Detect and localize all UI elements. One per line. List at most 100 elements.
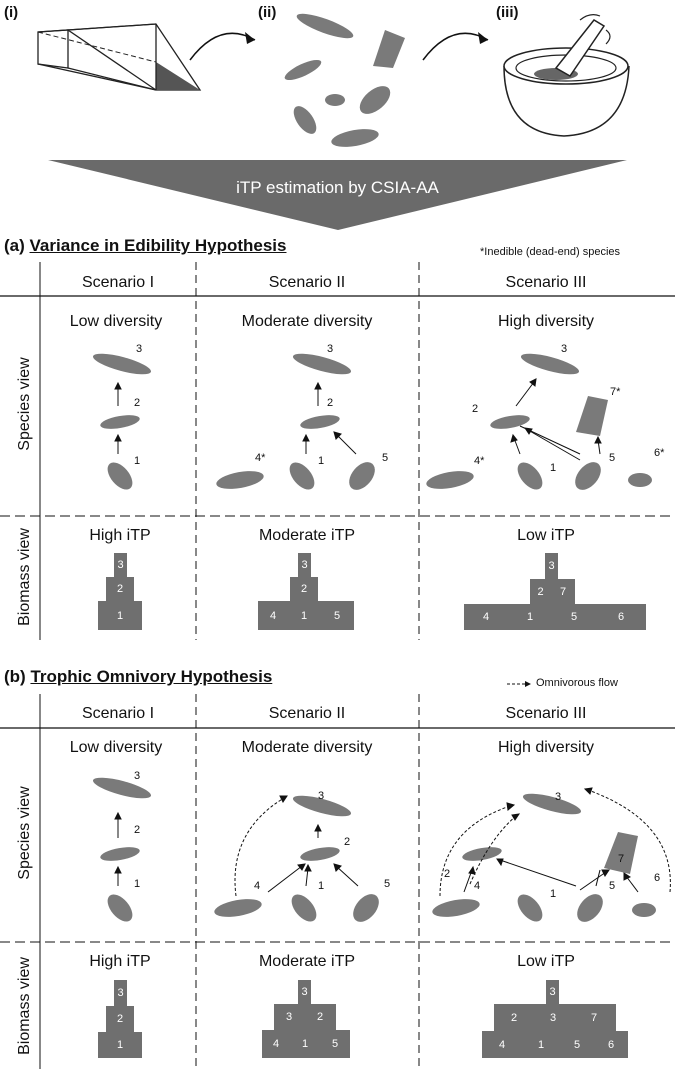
a-s1-block-1: 1 xyxy=(98,601,142,630)
a-s1-label-3: 3 xyxy=(136,343,143,355)
a-s1-label-2: 2 xyxy=(134,397,141,409)
a-s2-label-1: 1 xyxy=(318,455,325,467)
b-s1-label-2: 2 xyxy=(134,824,141,836)
a-s2-block-1: 1 xyxy=(288,601,320,630)
a-s3-label-1: 1 xyxy=(550,462,557,474)
b-s2-block-3-top: 3 xyxy=(298,980,311,1004)
section-a-grid xyxy=(0,262,675,640)
b-itp-2: Moderate iTP xyxy=(258,953,356,970)
b-s2-block-3: 3 xyxy=(274,1004,304,1030)
a-s3-label-6: 6* xyxy=(654,447,665,459)
a-scenario-2: Scenario II xyxy=(268,274,346,291)
b-s1-block-1: 1 xyxy=(98,1032,142,1058)
b-s1-label-1: 1 xyxy=(134,878,141,890)
a-s3-block-6: 6 xyxy=(596,604,646,630)
a-diversity-1: Low diversity xyxy=(69,313,163,330)
a-s2-label-5: 5 xyxy=(382,452,389,464)
b-s1-label-3: 3 xyxy=(134,770,141,782)
b-s3-block-5: 5 xyxy=(560,1031,594,1058)
a-s2-label-3: 3 xyxy=(327,343,334,355)
a-s3-label-5: 5 xyxy=(609,452,616,464)
b-s3-block-2: 2 xyxy=(494,1004,534,1031)
a-s2-block-2: 2 xyxy=(290,577,318,601)
section-b-note: Omnivorous flow xyxy=(536,677,618,689)
b-s3-label-6: 6 xyxy=(654,872,661,884)
b-s2-label-2: 2 xyxy=(344,836,351,848)
curved-arrow-2 xyxy=(422,32,489,61)
b-s3-block-3: 3 xyxy=(534,1004,572,1031)
a-s3-block-1: 1 xyxy=(508,604,552,630)
step-label-ii: (ii) xyxy=(258,4,277,21)
b-s3-block-7: 7 xyxy=(572,1004,616,1031)
curved-arrow-1 xyxy=(189,32,256,61)
step-label-i: (i) xyxy=(4,4,19,21)
a-s2-label-2: 2 xyxy=(327,397,334,409)
a-itp-2: Moderate iTP xyxy=(258,527,356,544)
a-species-diagram xyxy=(92,353,652,490)
b-s3-block-3-top: 3 xyxy=(546,980,559,1004)
b-diversity-3: High diversity xyxy=(497,739,595,756)
b-s3-label-3: 3 xyxy=(555,791,562,803)
a-s3-block-2: 2 xyxy=(530,579,551,604)
a-diversity-3: High diversity xyxy=(497,313,595,330)
banner-arrow xyxy=(48,160,627,230)
b-s3-label-4: 4 xyxy=(474,880,481,892)
a-s3-label-2: 2 xyxy=(472,403,479,415)
a-s3-label-4: 4* xyxy=(474,455,485,467)
trap-illustration xyxy=(37,23,202,91)
a-s2-block-5: 5 xyxy=(320,601,354,630)
section-b-title: (b) Trophic Omnivory Hypothesis xyxy=(4,667,273,686)
a-s1-label-1: 1 xyxy=(134,455,141,467)
b-s3-label-1: 1 xyxy=(550,888,557,900)
a-s3-label-3: 3 xyxy=(561,343,568,355)
collected-organisms xyxy=(284,13,405,147)
b-s1-block-2: 2 xyxy=(106,1006,134,1032)
b-itp-3: Low iTP xyxy=(517,953,575,970)
b-diversity-2: Moderate diversity xyxy=(241,739,373,756)
a-scenario-3: Scenario III xyxy=(505,274,587,291)
a-diversity-2: Moderate diversity xyxy=(241,313,373,330)
a-s1-block-3: 3 xyxy=(114,553,127,577)
a-s2-label-4: 4* xyxy=(255,452,266,464)
a-s3-block-5: 5 xyxy=(552,604,596,630)
step-label-iii: (iii) xyxy=(496,4,519,21)
b-s2-block-5: 5 xyxy=(320,1030,350,1058)
a-scenario-1: Scenario I xyxy=(81,274,155,291)
b-s2-label-5: 5 xyxy=(384,878,391,890)
a-s1-block-2: 2 xyxy=(106,577,134,601)
a-itp-3: Low iTP xyxy=(517,527,575,544)
a-species-view-label: Species view xyxy=(16,357,33,451)
b-s3-label-2: 2 xyxy=(444,868,451,880)
b-s3-label-5: 5 xyxy=(609,880,616,892)
b-s1-block-3: 3 xyxy=(114,980,127,1006)
a-itp-1: High iTP xyxy=(89,527,151,544)
b-s2-block-1: 1 xyxy=(290,1030,320,1058)
banner-text: iTP estimation by CSIA-AA xyxy=(236,178,439,197)
b-s2-block-2: 2 xyxy=(304,1004,336,1030)
a-s3-block-7: 7 xyxy=(551,579,575,604)
b-species-diagram xyxy=(92,777,671,922)
b-diversity-1: Low diversity xyxy=(69,739,163,756)
b-s2-label-3: 3 xyxy=(318,790,325,802)
section-a-note: *Inedible (dead-end) species xyxy=(480,246,621,258)
section-b-grid xyxy=(0,694,675,1069)
b-s3-block-6: 6 xyxy=(594,1031,628,1058)
b-s3-label-7: 7 xyxy=(618,853,625,865)
section-a-title: (a) Variance in Edibility Hypothesis xyxy=(4,236,287,255)
b-species-view-label: Species view xyxy=(16,786,33,880)
b-s2-label-1: 1 xyxy=(318,880,325,892)
b-s2-block-4: 4 xyxy=(262,1030,290,1058)
a-s3-block-4: 4 xyxy=(464,604,508,630)
omnivorous-flow-legend-icon xyxy=(507,681,531,687)
b-s2-label-4: 4 xyxy=(254,880,261,892)
b-scenario-2: Scenario II xyxy=(268,705,346,722)
a-s3-block-3: 3 xyxy=(545,553,558,579)
b-s3-block-4: 4 xyxy=(482,1031,522,1058)
a-s3-label-7: 7* xyxy=(610,386,621,398)
b-scenario-1: Scenario I xyxy=(81,705,155,722)
b-scenario-3: Scenario III xyxy=(505,705,587,722)
a-s2-block-4: 4 xyxy=(258,601,288,630)
a-s2-block-3: 3 xyxy=(298,553,311,577)
b-s3-block-1: 1 xyxy=(522,1031,560,1058)
b-itp-1: High iTP xyxy=(89,953,151,970)
